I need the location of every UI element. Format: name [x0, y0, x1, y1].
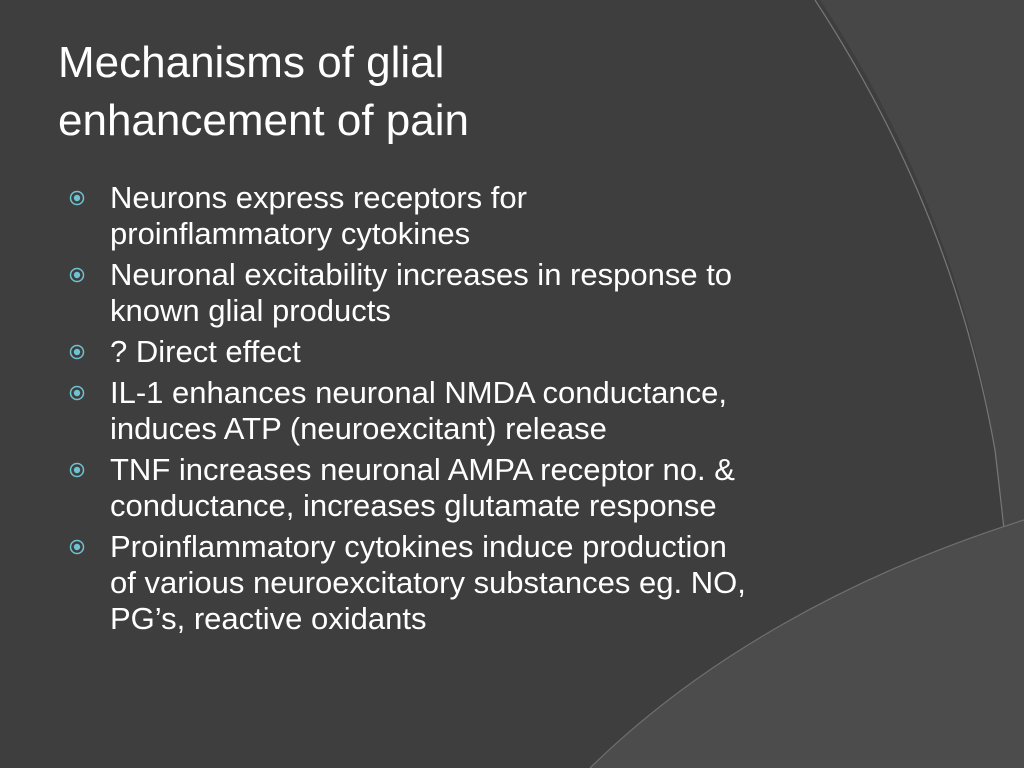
bullet-item: TNF increases neuronal AMPA receptor no.… [68, 452, 888, 524]
bullet-line: induces ATP (neuroexcitant) release [110, 411, 607, 446]
circle-dot-icon [69, 539, 85, 555]
bullet-line: Neuronal excitability increases in respo… [110, 257, 733, 292]
slide-title-line-1: Mechanisms of glial [58, 38, 445, 87]
bullet-item: Neuronal excitability increases in respo… [68, 257, 888, 329]
bullet-line: Neurons express receptors for [110, 180, 527, 215]
circle-dot-icon [69, 267, 85, 283]
circle-dot-icon [69, 344, 85, 360]
bullet-item: IL-1 enhances neuronal NMDA conductance,… [68, 375, 888, 447]
bullet-text: IL-1 enhances neuronal NMDA conductance,… [110, 375, 888, 447]
circle-dot-icon [69, 190, 85, 206]
background-curve-bottom-fill [590, 520, 1024, 768]
bullet-line: conductance, increases glutamate respons… [110, 488, 717, 523]
background-curve-right [820, 0, 1024, 768]
slide-title-line-2: enhancement of pain [58, 96, 469, 145]
bullet-line: IL-1 enhances neuronal NMDA conductance, [110, 375, 727, 410]
bullet-line: ? Direct effect [110, 334, 301, 369]
circle-dot-icon [69, 462, 85, 478]
bullet-item: Neurons express receptors for proinflamm… [68, 180, 888, 252]
slide-title: Mechanisms of glial enhancement of pain [58, 34, 758, 150]
bullet-line: known glial products [110, 293, 391, 328]
bullet-text: Neurons express receptors for proinflamm… [110, 180, 888, 252]
bullet-list: Neurons express receptors for proinflamm… [68, 180, 888, 642]
bullet-line: PG’s, reactive oxidants [110, 601, 427, 636]
bullet-text: Proinflammatory cytokines induce product… [110, 529, 888, 637]
bullet-text: ? Direct effect [110, 334, 888, 370]
circle-dot-icon [69, 385, 85, 401]
bullet-text: Neuronal excitability increases in respo… [110, 257, 888, 329]
bullet-line: of various neuroexcitatory substances eg… [110, 565, 746, 600]
bullet-line: TNF increases neuronal AMPA receptor no.… [110, 452, 735, 487]
bullet-line: proinflammatory cytokines [110, 216, 471, 251]
bullet-text: TNF increases neuronal AMPA receptor no.… [110, 452, 888, 524]
bullet-item: ? Direct effect [68, 334, 888, 370]
background-curve-bottom [589, 519, 1024, 768]
bullet-line: Proinflammatory cytokines induce product… [110, 529, 727, 564]
bullet-item: Proinflammatory cytokines induce product… [68, 529, 888, 637]
